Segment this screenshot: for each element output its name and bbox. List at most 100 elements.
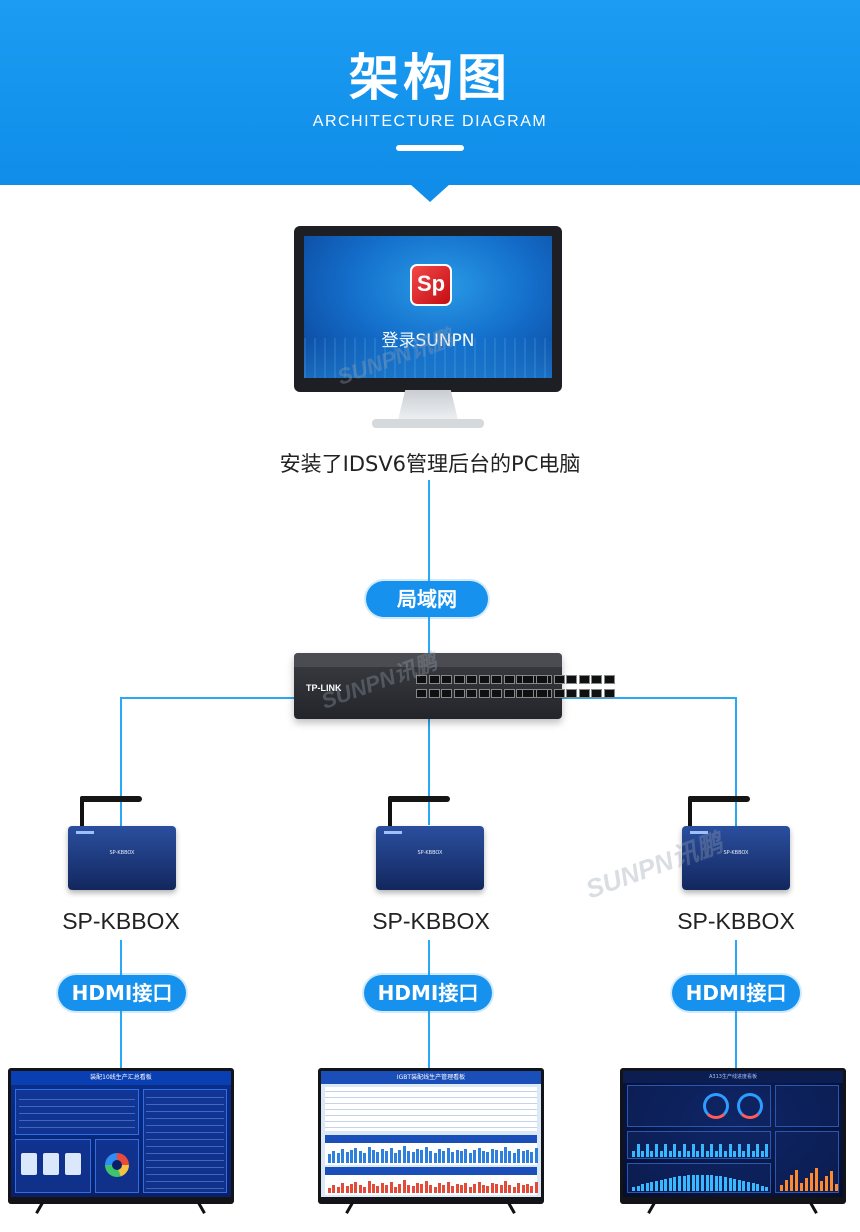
chart-bar	[645, 1144, 649, 1157]
ethernet-port-icon	[591, 675, 602, 684]
table-row	[325, 1097, 537, 1098]
table-row	[146, 1188, 224, 1189]
monitor-stand	[398, 390, 458, 420]
chart-bar	[534, 1148, 538, 1163]
lan-badge: 局域网	[366, 581, 488, 617]
dashboard-title-1: 装配10线生产汇总看板	[11, 1071, 231, 1085]
chart-bar	[328, 1154, 331, 1163]
chart-bar	[760, 1186, 764, 1191]
chart-bar	[380, 1183, 384, 1193]
chart-bar	[650, 1151, 654, 1157]
chart-bar	[820, 1181, 823, 1191]
chart-bar	[442, 1151, 446, 1163]
kbbox-device-1: SP-KBBOX	[62, 796, 182, 896]
chart-bar	[719, 1176, 723, 1191]
ethernet-port-icon	[566, 675, 577, 684]
chart-bar	[385, 1151, 389, 1163]
ethernet-port-icon	[603, 675, 615, 684]
table-row	[325, 1109, 537, 1110]
header-banner: 架构图 ARCHITECTURE DIAGRAM	[0, 0, 860, 185]
chart-bar	[664, 1179, 668, 1191]
chart-bar	[499, 1151, 503, 1163]
table-row	[146, 1146, 224, 1147]
chart-bar	[495, 1184, 499, 1193]
chart-bar	[719, 1144, 723, 1157]
chart-bar	[645, 1183, 649, 1191]
tv-display-3: A313生产线进度看板	[620, 1068, 846, 1214]
antenna-icon	[388, 796, 450, 802]
chart-bar	[696, 1151, 700, 1157]
chart-bar	[380, 1149, 384, 1163]
chart-bar	[455, 1184, 459, 1193]
dashboard-title-2: IGBT装配线生产管理看板	[321, 1071, 541, 1084]
chart-bar	[345, 1152, 349, 1163]
hdmi-badge-2: HDMI接口	[364, 975, 492, 1011]
chart-bar	[341, 1183, 345, 1193]
pc-monitor: Sp 登录SUNPN	[294, 226, 562, 392]
chart-bar	[424, 1181, 428, 1193]
chart-bar	[655, 1181, 658, 1191]
chart-bar	[389, 1182, 393, 1193]
kbbox-body: SP-KBBOX	[376, 826, 484, 890]
ethernet-port-icon	[503, 689, 515, 698]
chart-bar	[678, 1176, 681, 1191]
chart-bar	[372, 1150, 375, 1163]
page-subtitle: ARCHITECTURE DIAGRAM	[312, 113, 548, 130]
chart-bar	[737, 1144, 741, 1157]
ethernet-port-icon	[466, 689, 477, 698]
hdmi-badge-1: HDMI接口	[58, 975, 186, 1011]
gauge-icon	[703, 1093, 729, 1119]
chart-bar	[398, 1150, 402, 1163]
pc-label: 安装了IDSV6管理后台的PC电脑	[279, 452, 581, 476]
switch-top-panel	[294, 653, 562, 667]
chart-bar	[464, 1149, 468, 1163]
chart-bar	[632, 1187, 635, 1191]
ethernet-port-icon	[578, 675, 590, 684]
chart-bar	[468, 1187, 472, 1193]
chart-bar	[800, 1183, 803, 1191]
ethernet-port-icon	[478, 689, 490, 698]
chart-bar	[429, 1151, 433, 1163]
chart-bar	[473, 1184, 477, 1193]
monitor-base	[372, 419, 484, 428]
chart-bar	[825, 1176, 828, 1191]
chart-bar	[460, 1185, 463, 1193]
ethernet-port-icon	[478, 675, 490, 684]
dashboard-screen-2: IGBT装配线生产管理看板	[321, 1071, 541, 1197]
ethernet-port-icon	[603, 689, 615, 698]
table-row	[146, 1125, 224, 1126]
chart-bar	[747, 1144, 750, 1157]
sfp-port-icon	[536, 689, 548, 698]
table-row	[325, 1127, 537, 1128]
table-row	[19, 1127, 135, 1128]
chart-bar	[495, 1150, 499, 1163]
gauge-icon	[737, 1093, 763, 1119]
chart-bar	[499, 1185, 503, 1193]
chart-bar	[765, 1187, 769, 1191]
chart-bar	[433, 1187, 437, 1193]
chart-bar	[482, 1185, 485, 1193]
chart-bar	[336, 1187, 340, 1193]
chart-bar	[701, 1144, 704, 1157]
chart-bar	[815, 1168, 818, 1191]
chart-bar	[733, 1151, 737, 1157]
chart-bar	[687, 1151, 691, 1157]
ethernet-port-icon	[503, 675, 515, 684]
chart-bar	[733, 1179, 737, 1191]
chart-bar	[486, 1152, 490, 1163]
chart-bar	[534, 1182, 538, 1193]
chart-bar	[464, 1183, 468, 1193]
sfp-port-icon	[522, 675, 534, 684]
chart-bar	[805, 1178, 808, 1191]
chart-bar	[682, 1144, 686, 1157]
table-row	[146, 1153, 224, 1154]
table-row	[146, 1160, 224, 1161]
tv-display-1: 装配10线生产汇总看板	[8, 1068, 234, 1214]
chart-bar	[473, 1150, 477, 1163]
sfp-port-icon	[536, 675, 548, 684]
antenna-icon	[80, 796, 142, 802]
ethernet-port-icon	[453, 689, 465, 698]
chart-bar	[389, 1148, 393, 1163]
ethernet-port-icon	[441, 689, 452, 698]
table-row	[146, 1097, 224, 1098]
